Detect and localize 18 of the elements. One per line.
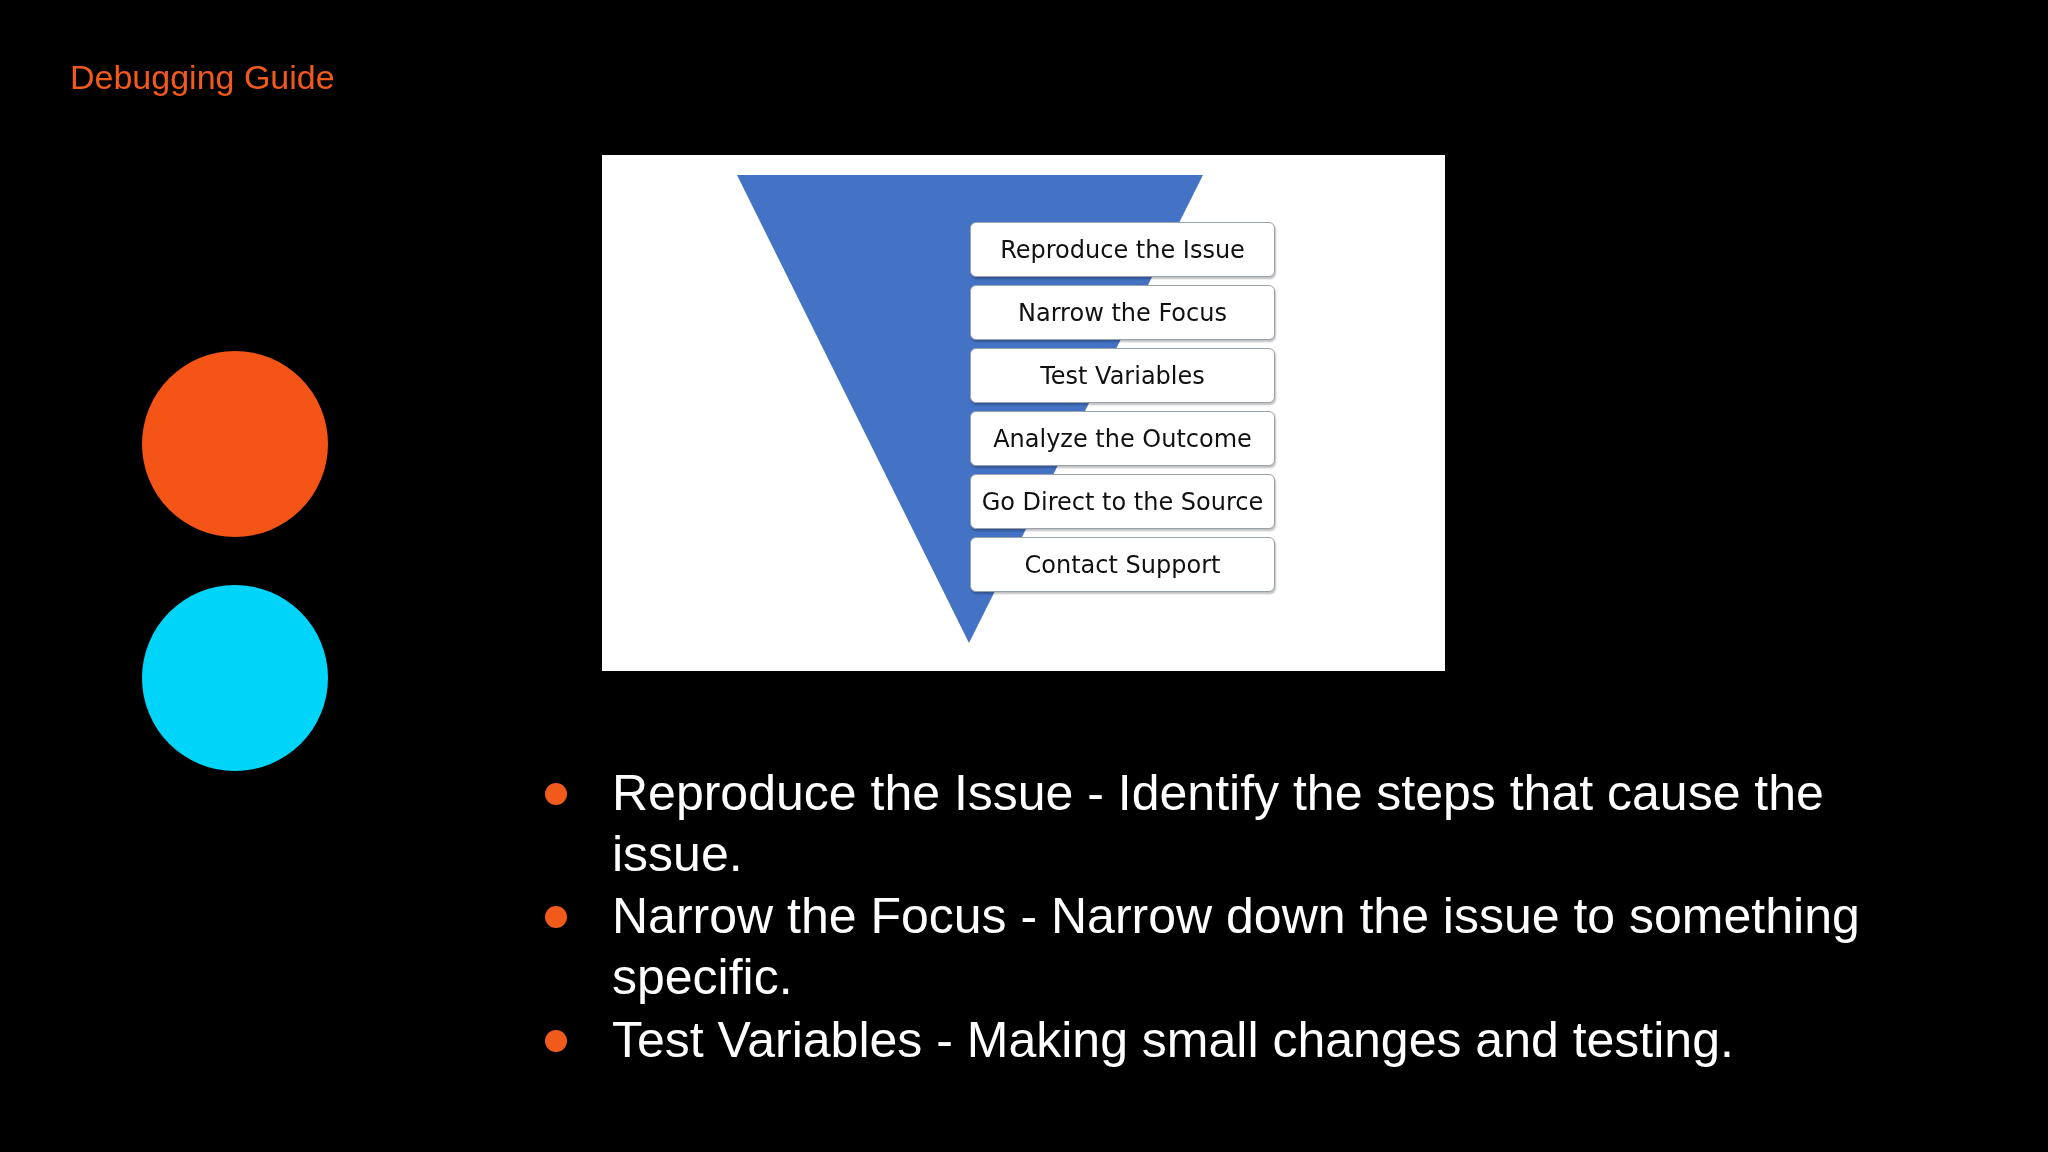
step-label: Reproduce the Issue bbox=[1000, 235, 1245, 264]
step-label: Narrow the Focus bbox=[1018, 298, 1227, 327]
step-box bbox=[970, 474, 1275, 529]
step-box bbox=[970, 222, 1275, 277]
bullet-text: Narrow the Focus - Narrow down the issue to something specific. bbox=[612, 887, 1861, 1007]
step-label: Analyze the Outcome bbox=[993, 424, 1252, 453]
step-box bbox=[970, 285, 1275, 340]
circle bbox=[142, 585, 328, 771]
step-label: Contact Support bbox=[1024, 550, 1221, 579]
bullet-text: Test Variables - Making small changes and testing. bbox=[612, 1011, 1735, 1070]
bullet-text: Reproduce the Issue - Identify the steps that cause the issue. bbox=[612, 764, 1825, 884]
step-box bbox=[970, 348, 1275, 403]
step-label: Test Variables bbox=[1040, 361, 1205, 390]
slide-title: Debugging Guide bbox=[70, 58, 335, 97]
step-box bbox=[970, 537, 1275, 592]
step-label: Go Direct to the Source bbox=[981, 487, 1264, 516]
circle bbox=[142, 351, 328, 537]
step-box bbox=[970, 411, 1275, 466]
